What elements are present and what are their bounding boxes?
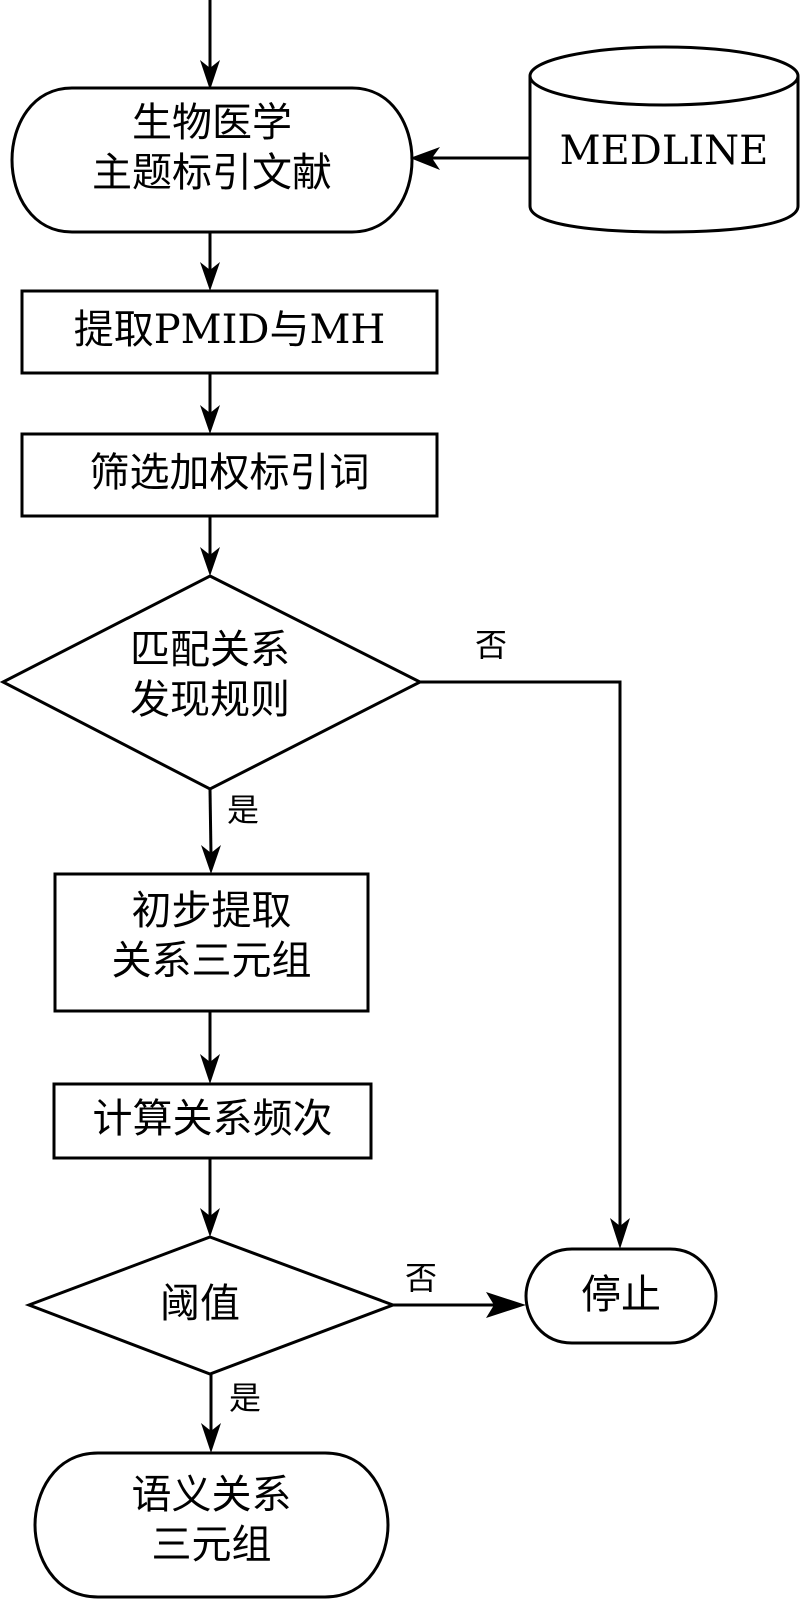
edge-label-match-no: 否 [474, 626, 507, 664]
node-initial-shape [53, 872, 370, 1013]
arrowhead [200, 1054, 220, 1084]
node-source-cylinder [528, 45, 800, 234]
node-doc: 生物医学 主题标引文献 [12, 98, 412, 198]
arrowhead [200, 1208, 220, 1237]
node-match-line2: 发现规则 [130, 677, 290, 723]
edge-label-threshold-no: 否 [404, 1259, 437, 1297]
node-extract-label: 提取PMID与MH [73, 307, 386, 353]
edge-match-to-initial [208, 788, 213, 856]
node-filter-label: 筛选加权标引词 [89, 450, 370, 496]
node-threshold-label: 阈值 [160, 1281, 240, 1327]
node-count-shape [52, 1082, 373, 1160]
arrowhead [200, 405, 220, 434]
node-stop-shape [524, 1247, 718, 1345]
node-result: 语义关系 三元组 [35, 1470, 388, 1570]
node-doc-line2: 主题标引文献 [92, 150, 332, 196]
arrowhead [200, 547, 220, 576]
node-stop-label: 停止 [581, 1272, 661, 1318]
arrowhead [410, 147, 440, 170]
node-count-label: 计算关系频次 [92, 1096, 333, 1142]
node-result-line2: 三元组 [151, 1522, 272, 1568]
node-initial-line1: 初步提取 [131, 888, 292, 934]
arrowhead [610, 1218, 630, 1249]
edge-match-to-stop [420, 680, 622, 1230]
edge-label-threshold-yes: 是 [228, 1379, 261, 1417]
node-filter-shape [20, 432, 439, 518]
edge-label-match-yes: 是 [226, 791, 259, 829]
arrowhead [201, 1423, 221, 1453]
node-doc-shape [10, 86, 414, 234]
arrowhead [201, 845, 221, 874]
node-initial: 初步提取 关系三元组 [55, 886, 368, 986]
arrowhead [200, 60, 220, 90]
arrowhead [486, 1292, 526, 1318]
node-doc-line1: 生物医学 [132, 100, 292, 146]
node-source-label: MEDLINE [559, 128, 769, 174]
node-match: 匹配关系 发现规则 [40, 625, 380, 725]
node-initial-line2: 关系三元组 [111, 938, 312, 984]
node-result-line1: 语义关系 [131, 1472, 292, 1518]
node-extract-shape [20, 289, 439, 375]
arrowhead [200, 262, 220, 291]
node-match-line1: 匹配关系 [130, 627, 290, 673]
node-result-shape [33, 1451, 390, 1599]
